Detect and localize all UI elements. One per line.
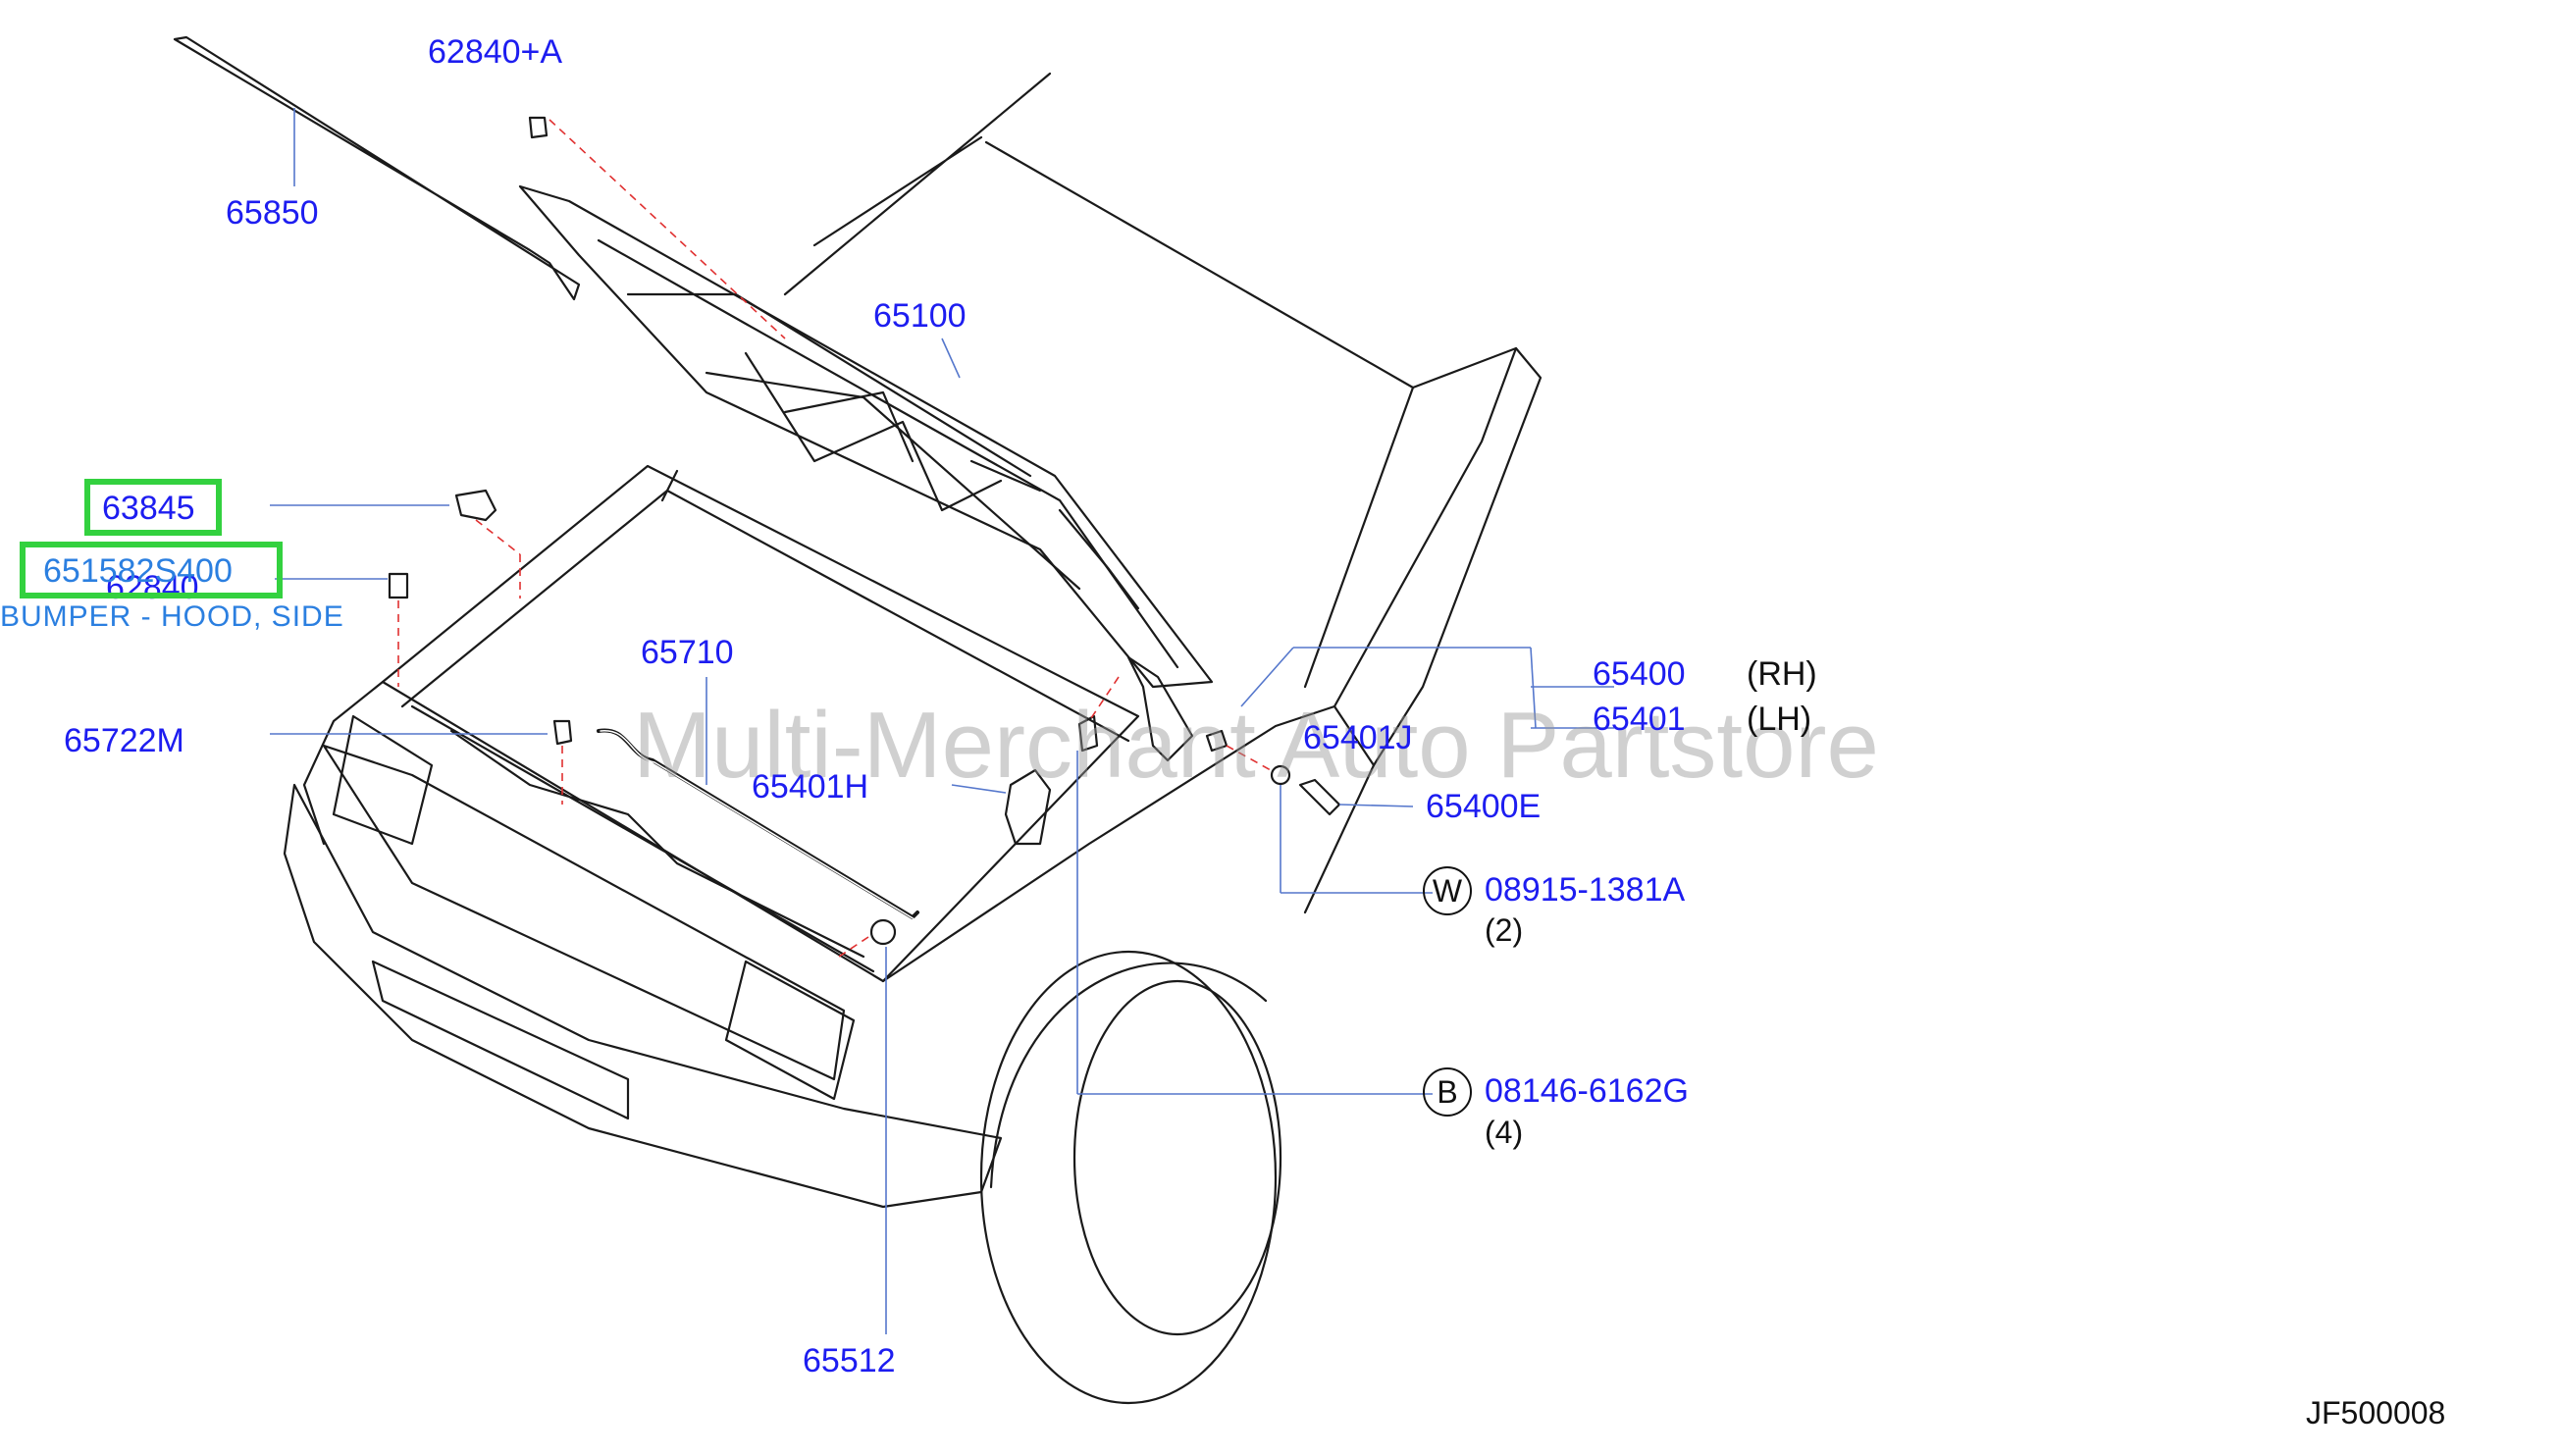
- side-label-lh: (LH): [1747, 701, 1812, 738]
- hood-panel: [518, 184, 1214, 689]
- clip-65722M: [552, 719, 573, 746]
- diagram-code: JF500008: [2306, 1395, 2446, 1430]
- leader-lines: [270, 108, 1614, 1334]
- part-label-65401[interactable]: 65401: [1593, 701, 1686, 738]
- part-label-62840A[interactable]: 62840+A: [428, 33, 563, 71]
- left-fender: [302, 680, 385, 846]
- fastener-type-b-icon: B: [1423, 1067, 1472, 1117]
- part-label-08146-6162G[interactable]: 08146-6162G: [1485, 1072, 1689, 1110]
- grommet-65512: [869, 918, 897, 946]
- part-description-bumper-hood-side: BUMPER - HOOD, SIDE: [0, 600, 344, 633]
- part-label-65400E[interactable]: 65400E: [1426, 788, 1542, 825]
- part-label-63845[interactable]: 63845: [102, 490, 195, 527]
- bumper-slot: [371, 960, 630, 1120]
- right-fender: [881, 704, 1376, 983]
- part-label-65850[interactable]: 65850: [226, 194, 319, 232]
- part-label-65722M[interactable]: 65722M: [64, 722, 184, 759]
- hood-bracing: [744, 351, 1140, 610]
- bumper-63845: [454, 489, 497, 522]
- hood-hinge: [1126, 655, 1194, 762]
- front-bumper: [283, 783, 1003, 1209]
- part-label-65100[interactable]: 65100: [873, 297, 967, 335]
- part-label-65512[interactable]: 65512: [803, 1342, 896, 1379]
- wheel-arch: [989, 962, 1268, 1189]
- highlight-box-63845[interactable]: 63845: [84, 479, 222, 536]
- bumper-62840: [388, 572, 409, 599]
- dashed-leaders: [397, 119, 1272, 958]
- side-label-rh: (RH): [1747, 655, 1817, 693]
- quantity-2: (2): [1485, 912, 1524, 948]
- grille: [322, 744, 846, 1081]
- clip-62840A: [528, 116, 549, 139]
- quantity-4: (4): [1485, 1115, 1524, 1150]
- tire-inner: [1072, 979, 1282, 1336]
- right-headlight: [724, 960, 856, 1101]
- bay-inner: [400, 469, 1130, 743]
- windshield-outline: [783, 72, 1415, 689]
- radiator-support: [410, 704, 875, 973]
- part-label-651582S400[interactable]: 651582S400: [43, 552, 233, 590]
- part-label-08915-1381A[interactable]: 08915-1381A: [1485, 871, 1686, 909]
- weatherstrip-65850: [173, 35, 581, 301]
- a-pillar: [1333, 346, 1518, 708]
- part-label-65400[interactable]: 65400: [1593, 655, 1686, 693]
- washer-08915: [1270, 764, 1291, 786]
- part-label-65710[interactable]: 65710: [641, 634, 734, 671]
- hood-rod-core: [600, 730, 915, 920]
- watermark-text: Multi-Merchant Auto Partstore: [633, 693, 1879, 798]
- left-headlight: [332, 714, 434, 846]
- part-label-65401H[interactable]: 65401H: [752, 768, 869, 806]
- roof-edge: [1372, 346, 1542, 767]
- tire-outer: [979, 950, 1278, 1405]
- part-label-65401J[interactable]: 65401J: [1303, 719, 1413, 756]
- highlight-box-651582S400[interactable]: 651582S400: [20, 542, 283, 598]
- hood-stay-clip: [1004, 768, 1052, 846]
- part-label-62840[interactable]: 62840: [106, 569, 199, 606]
- fastener-type-w-icon: W: [1423, 866, 1472, 915]
- bolt-08146: [1077, 714, 1099, 753]
